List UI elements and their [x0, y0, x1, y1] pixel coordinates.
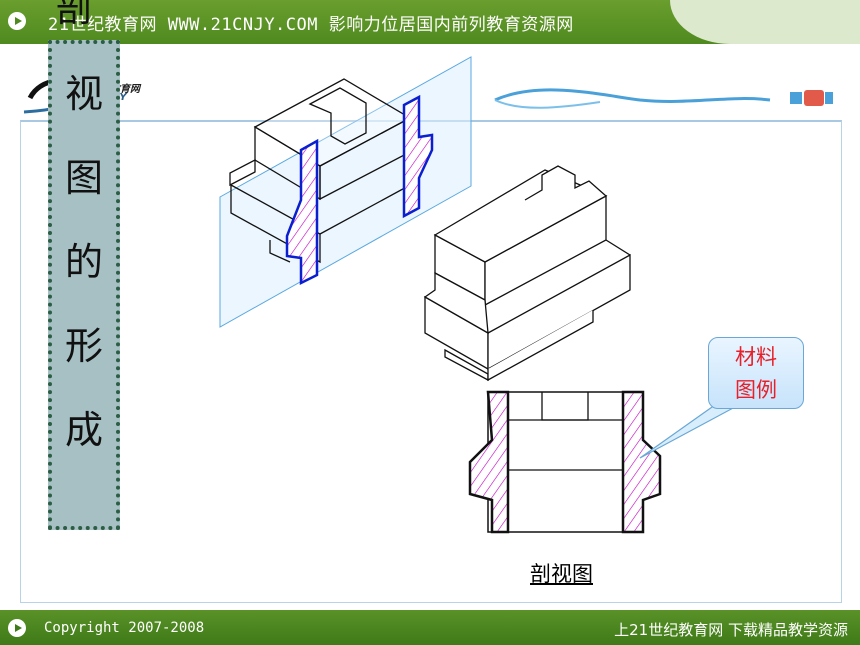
section-view-left	[468, 390, 510, 534]
material-legend-callout: 材料 图例	[708, 337, 804, 409]
section-view-caption: 剖视图	[530, 562, 593, 586]
vertical-title-char: 视	[64, 72, 103, 116]
footer-bar: Copyright 2007-2008 上21世纪教育网 下载精品教学资源	[0, 610, 860, 645]
copyright-text: Copyright 2007-2008	[44, 620, 205, 636]
logo-cn: 纪教育网	[100, 84, 140, 95]
callout-line-1: 材料	[735, 345, 777, 369]
header-bar: 21世纪教育网 WWW.21CNJY.COM 影响力位居国内前列教育资源网	[0, 0, 860, 44]
section-view-right	[621, 390, 662, 534]
header-title: 21世纪教育网 WWW.21CNJY.COM 影响力位居国内前列教育资源网	[48, 15, 574, 35]
vertical-title-panel: 视图的形成	[48, 40, 120, 530]
section-left	[285, 138, 319, 286]
vertical-title-char: 图	[64, 156, 103, 200]
section-right	[402, 94, 434, 219]
play-icon-footer[interactable]	[8, 619, 26, 637]
play-icon[interactable]	[8, 12, 26, 30]
vertical-title-top: 剖	[56, 0, 93, 30]
header-decoration	[670, 0, 860, 44]
vertical-title-char: 的	[64, 240, 103, 284]
section-view	[468, 390, 662, 534]
vertical-title-char: 成	[64, 408, 103, 452]
intact-object	[423, 165, 631, 382]
vertical-title-char: 形	[64, 324, 103, 368]
swoosh-decoration	[494, 88, 833, 109]
callout-line-2: 图例	[735, 378, 777, 402]
footer-right-text: 上21世纪教育网 下载精品教学资源	[614, 621, 848, 639]
